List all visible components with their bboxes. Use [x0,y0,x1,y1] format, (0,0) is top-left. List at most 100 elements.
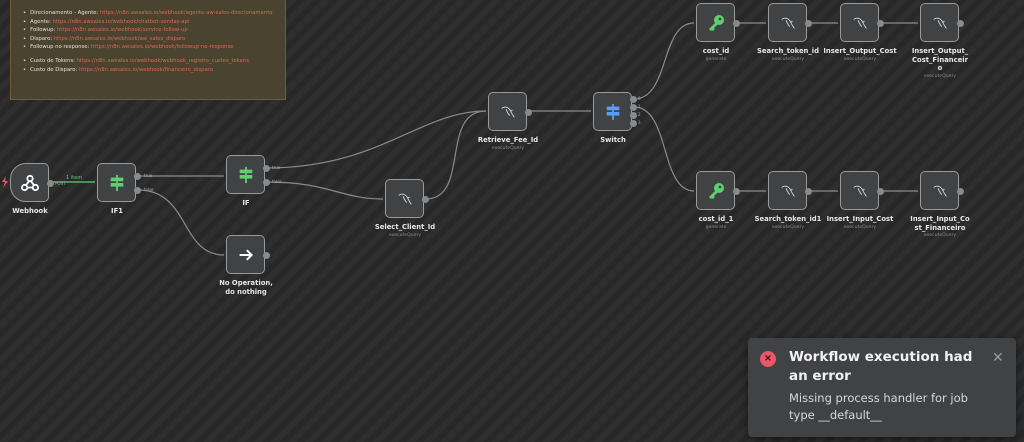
output-handle[interactable] [732,187,740,195]
error-icon: × [760,351,776,367]
node-webhook[interactable] [10,163,49,202]
handle-label: true [272,165,281,170]
output-handle[interactable] [629,111,637,119]
webhook-link[interactable]: https://n8n.awsales.io/webhook/aw_sales_… [53,35,186,42]
node-search-token1[interactable] [768,171,807,210]
webhook-icon [20,174,39,192]
node-insert-output[interactable] [840,3,879,42]
sticky-list-item: Direcionamento - Agente: https://n8n.aws… [23,9,277,18]
output-handle[interactable] [629,103,637,111]
node-operation: executeQuery [771,56,805,62]
node-retrieve-fee[interactable] [488,92,527,131]
output-handle[interactable] [262,178,270,186]
output-handle[interactable] [629,95,637,103]
key-icon [706,13,726,33]
output-handle[interactable] [262,164,270,172]
close-icon[interactable]: ✕ [992,350,1004,366]
item-label: Direcionamento - Agente: [30,10,99,16]
node-name: Switch [600,136,626,144]
item-label: Agente: [30,18,51,25]
node-name: cost_id [702,47,730,55]
handle-label: 3 [638,120,641,125]
node-cost-id-1[interactable] [696,171,735,210]
node-name: Retrieve_Fee_Id [477,136,539,144]
edge-item-count: 1 item [66,175,82,181]
mysql-icon [851,14,869,32]
node-insert-input-fin[interactable] [920,171,959,210]
output-handle[interactable] [421,195,429,203]
node-name: Search_token_id [756,47,819,55]
node-select-client[interactable] [385,179,424,218]
mysql-icon [396,190,414,208]
output-handle[interactable] [133,186,141,194]
node-name: Insert_Output_Cost_Financeiro [911,47,969,72]
signpost-icon [604,103,622,121]
item-label: Followup no response: [30,44,90,51]
edge [265,181,384,200]
sticky-list-item: Followup: https://n8n.awsales.io/webhook… [23,26,277,35]
node-operation: executeQuery [923,233,957,238]
output-handle[interactable] [876,19,884,27]
node-name: cost_id_1 [698,215,734,223]
edge [265,110,487,169]
webhook-link[interactable]: https://n8n.awsales.io/webhook/webhook_r… [76,57,249,64]
node-name: Insert_Output_Cost [823,47,897,55]
webhook-link[interactable]: https://n8n.awsales.io/webhook/financeir… [78,66,213,73]
output-handle[interactable] [804,19,812,27]
output-handle[interactable] [524,108,532,116]
node-name: IF1 [111,207,123,215]
output-handle[interactable] [133,172,141,180]
node-operation: executeQuery [771,224,805,230]
output-handle[interactable] [732,19,740,27]
error-toast: × Workflow execution had an error Missin… [748,338,1016,437]
output-handle[interactable] [956,187,964,195]
handle-label: 2 [638,112,641,117]
node-name: Insert_Input_Cost_Financeiro [910,215,970,232]
node-label: Switch [558,136,668,145]
node-operation: executeQuery [923,73,957,79]
webhook-link[interactable]: https://n8n.awsales.io/webhook/service-f… [56,27,188,34]
node-noop[interactable] [226,235,265,274]
node-if1[interactable] [97,163,136,202]
signpost-icon [237,166,255,184]
edge [137,189,225,256]
item-label: Followup: [30,27,56,34]
node-insert-output-fin[interactable] [920,3,959,42]
sticky-list-item: Followup no response: https://n8n.awsale… [23,43,277,52]
output-handle[interactable] [956,19,964,27]
mysql-icon [851,182,869,200]
node-if[interactable] [226,155,265,194]
node-label: IF1 [62,207,172,216]
node-label: No Operation, do nothing [216,279,276,296]
node-switch[interactable] [593,92,632,131]
output-handle[interactable] [629,119,637,127]
node-name: IF [242,199,250,207]
sticky-list-item: Custo de Tokens: https://n8n.awsales.io/… [23,57,277,66]
webhook-link[interactable]: https://n8n.awsales.io/webhook/chatbot-v… [52,18,190,25]
output-handle[interactable] [262,251,270,259]
handle-label: false [272,179,282,184]
sticky-note[interactable]: Direcionamento - Agente: https://n8n.aws… [10,0,286,100]
webhook-link[interactable]: https://n8n.awsales.io/webhook/followup-… [90,44,234,51]
webhook-link[interactable]: https://n8n.awsales.io/webhook/agente-aw… [100,10,273,16]
output-handle[interactable] [876,187,884,195]
output-handle[interactable] [804,187,812,195]
node-cost-id[interactable] [696,3,735,42]
output-handle[interactable] [46,179,54,187]
node-search-token[interactable] [768,3,807,42]
node-insert-input[interactable] [840,171,879,210]
mysql-icon [931,182,949,200]
toast-title: Workflow execution had an error [789,349,973,384]
node-operation: generate [705,56,727,62]
toast-message: Missing process handler for job type __d… [789,391,968,422]
item-label: Custo de Tokens: [30,57,75,64]
sticky-list-item: Agente: https://n8n.awsales.io/webhook/c… [23,18,277,27]
